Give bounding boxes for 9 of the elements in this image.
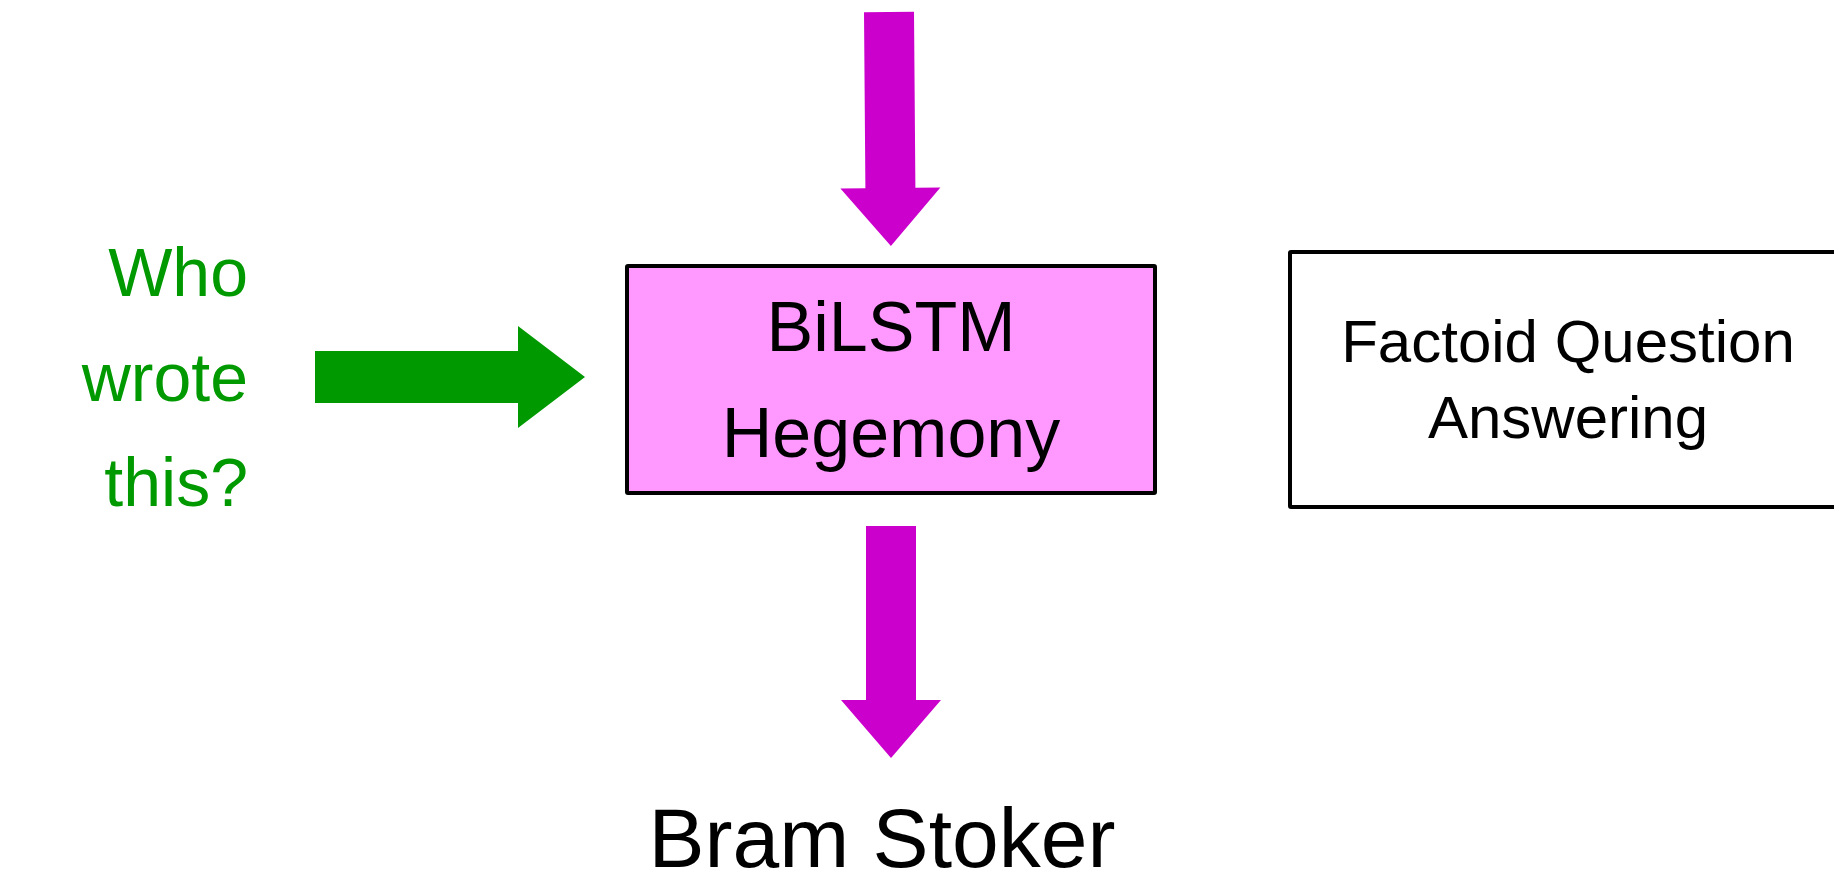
block-arrow [841,526,941,758]
block-arrow [840,11,941,246]
question-text: Who wrote this? [81,232,248,522]
block-arrow [315,326,585,428]
process-box [1288,250,1834,509]
process-box [625,264,1157,495]
box-label: Factoid Question Answering [1340,306,1796,453]
box-label: BiLSTM Hegemony [720,286,1062,474]
answer-text: Bram Stoker [648,790,1116,886]
